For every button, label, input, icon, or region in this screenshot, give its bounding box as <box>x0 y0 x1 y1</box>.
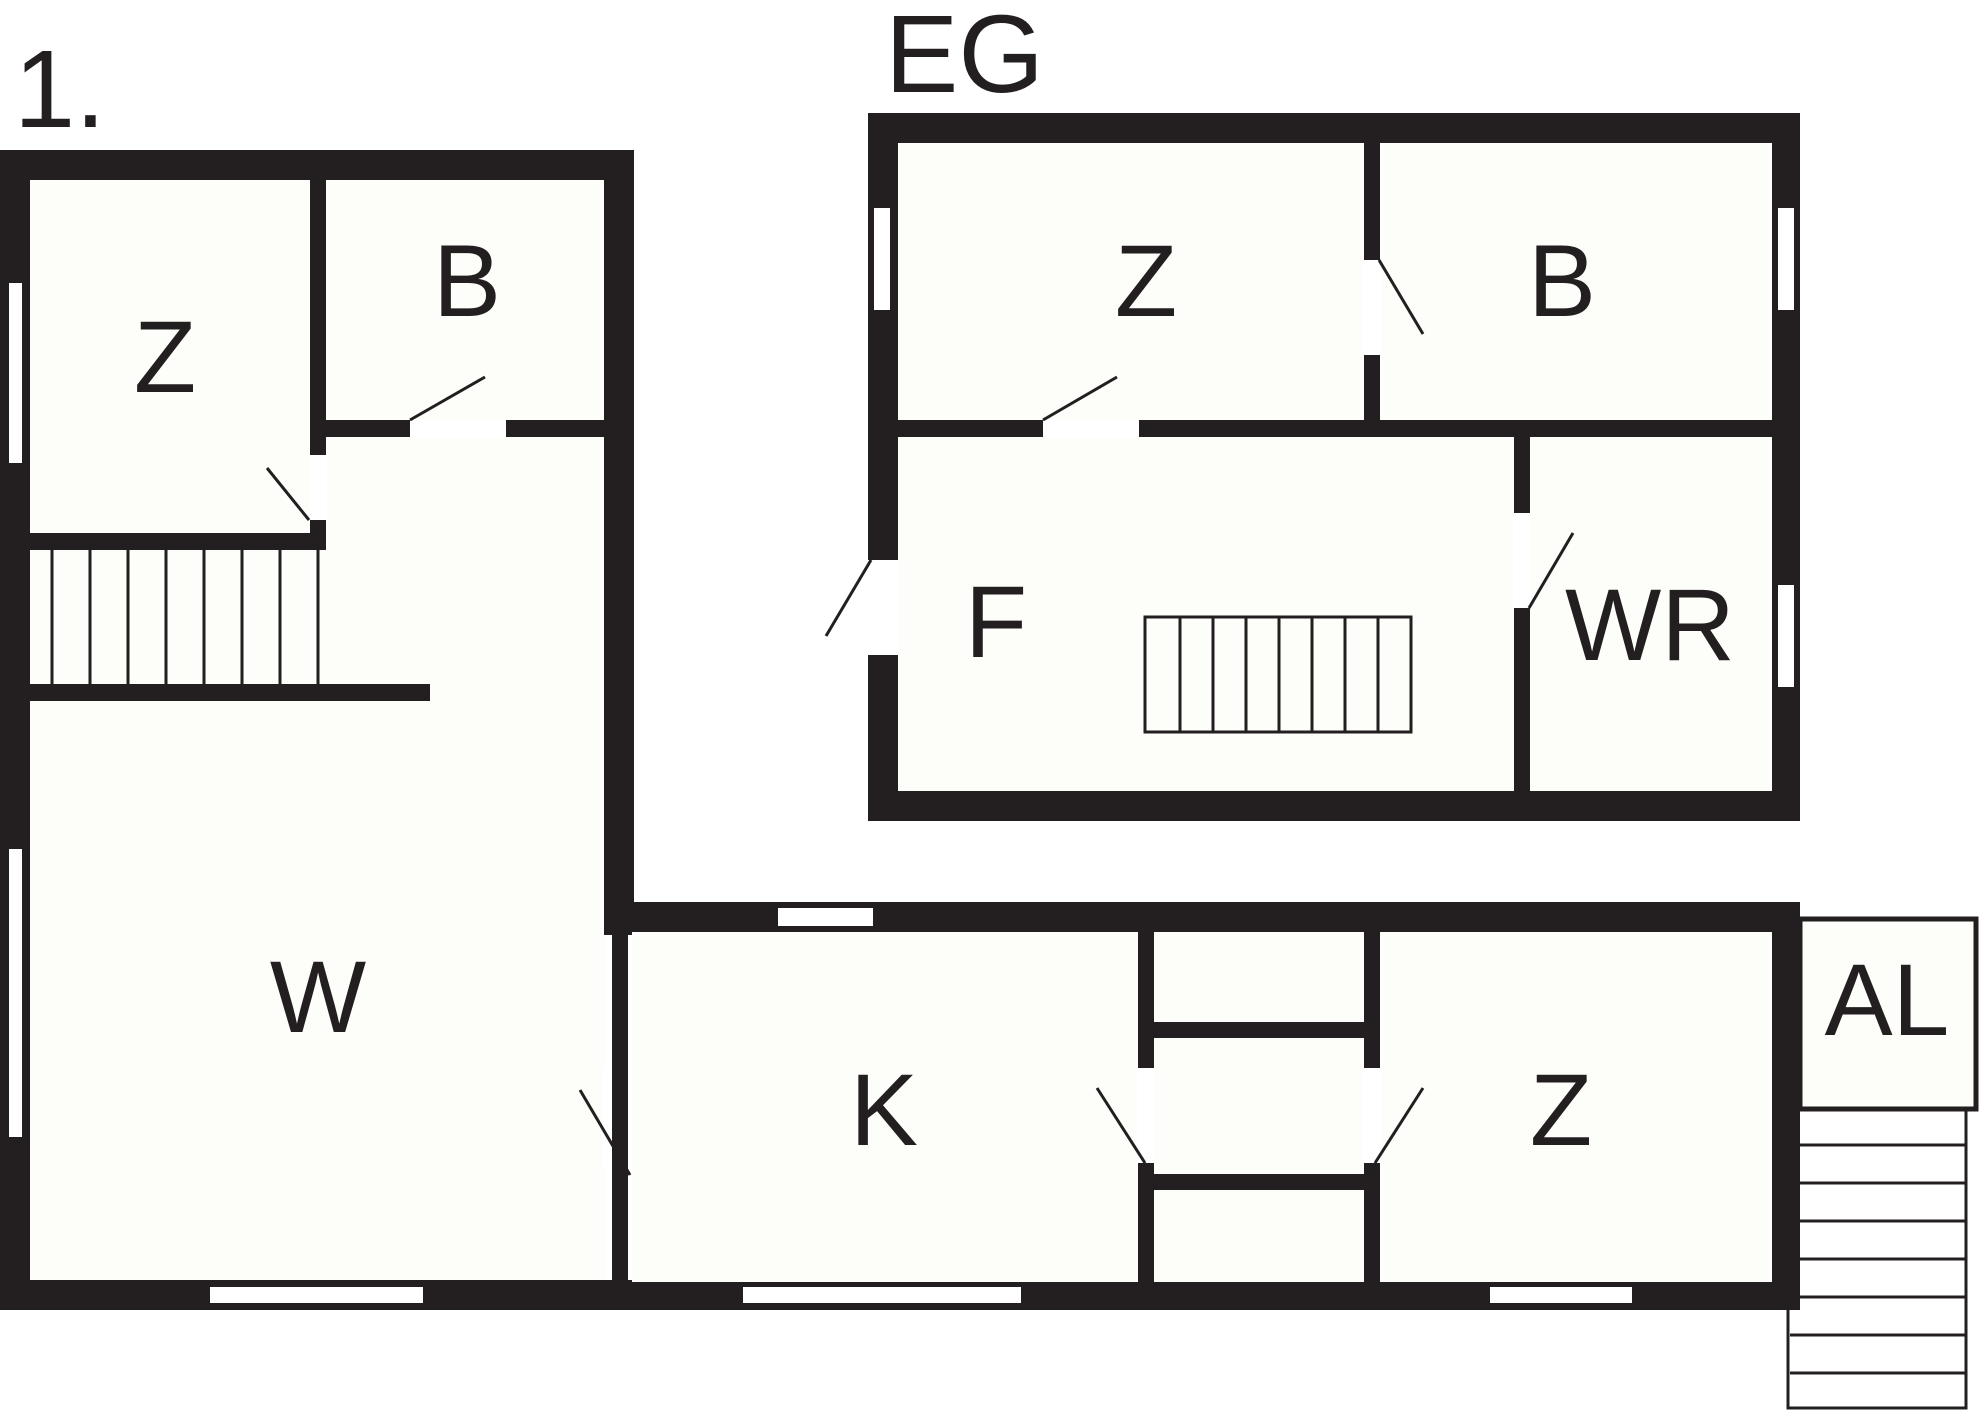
room-label-eg-wr: WR <box>1565 568 1735 682</box>
window-icon <box>874 208 890 310</box>
ground-floor-label: EG <box>885 0 1044 116</box>
stairs-icon <box>1143 615 1413 734</box>
upper-z-bottom-wall <box>28 533 326 550</box>
room-label-upper-z: Z <box>134 300 196 414</box>
upper-floor-label: 1. <box>14 28 106 151</box>
door-swing-icon <box>1377 259 1425 335</box>
room-label-eg-z2: Z <box>1530 1053 1592 1167</box>
eg-bottom-wall <box>868 791 1800 821</box>
door-opening <box>1513 513 1531 608</box>
window-icon <box>1490 1287 1632 1303</box>
stairs-icon <box>50 550 320 684</box>
door-swing-icon <box>1042 375 1118 422</box>
room-label-eg-b: B <box>1528 224 1596 338</box>
door-swing-icon <box>409 375 486 422</box>
room-label-upper-w: W <box>270 940 366 1054</box>
room-label-eg-z: Z <box>1115 224 1177 338</box>
door-opening <box>867 560 899 655</box>
upper-top-wall <box>0 150 632 180</box>
room-label-al: AL <box>1825 943 1950 1057</box>
window-icon <box>210 1287 423 1303</box>
door-swing-icon <box>1373 1087 1425 1164</box>
upper-floor <box>0 150 1800 1310</box>
stairs-icon <box>1786 1107 1968 1410</box>
window-icon <box>1778 208 1794 310</box>
window-icon <box>778 908 873 926</box>
door-opening <box>1363 1068 1381 1163</box>
al-annex <box>1786 916 1979 1410</box>
ground-floor-area <box>896 141 1772 793</box>
lower-floor-area <box>632 930 1772 1282</box>
room-label-upper-b: B <box>433 224 501 338</box>
door-opening <box>410 419 506 438</box>
door-swing-icon <box>265 467 311 521</box>
door-opening <box>1363 260 1381 355</box>
door-opening <box>1137 1068 1155 1163</box>
upper-right-wall <box>604 150 634 935</box>
lower-right-wall <box>1772 902 1800 1310</box>
door-swing-icon <box>824 559 873 637</box>
w-k-wall <box>612 930 628 1282</box>
eg-top-wall <box>868 113 1800 143</box>
window-icon <box>7 281 24 465</box>
closet-upper-wall <box>1138 1022 1380 1038</box>
stair-wall <box>28 684 430 701</box>
window-icon <box>743 1287 1021 1303</box>
room-label-eg-k: K <box>850 1053 918 1167</box>
upper-floor-area <box>28 178 605 1280</box>
window-icon <box>7 847 24 1139</box>
door-opening <box>309 455 327 520</box>
door-opening <box>1043 419 1139 438</box>
closet-lower-wall <box>1138 1174 1380 1190</box>
window-icon <box>1778 585 1794 687</box>
ground-floor <box>824 113 1800 821</box>
door-swing-icon <box>1095 1087 1147 1164</box>
door-swing-icon <box>1527 532 1575 609</box>
lower-strip <box>604 902 1800 1310</box>
room-label-eg-f: F <box>965 565 1027 679</box>
eg-middle-wall <box>896 420 1772 437</box>
eg-f-wr-wall <box>1514 435 1530 793</box>
